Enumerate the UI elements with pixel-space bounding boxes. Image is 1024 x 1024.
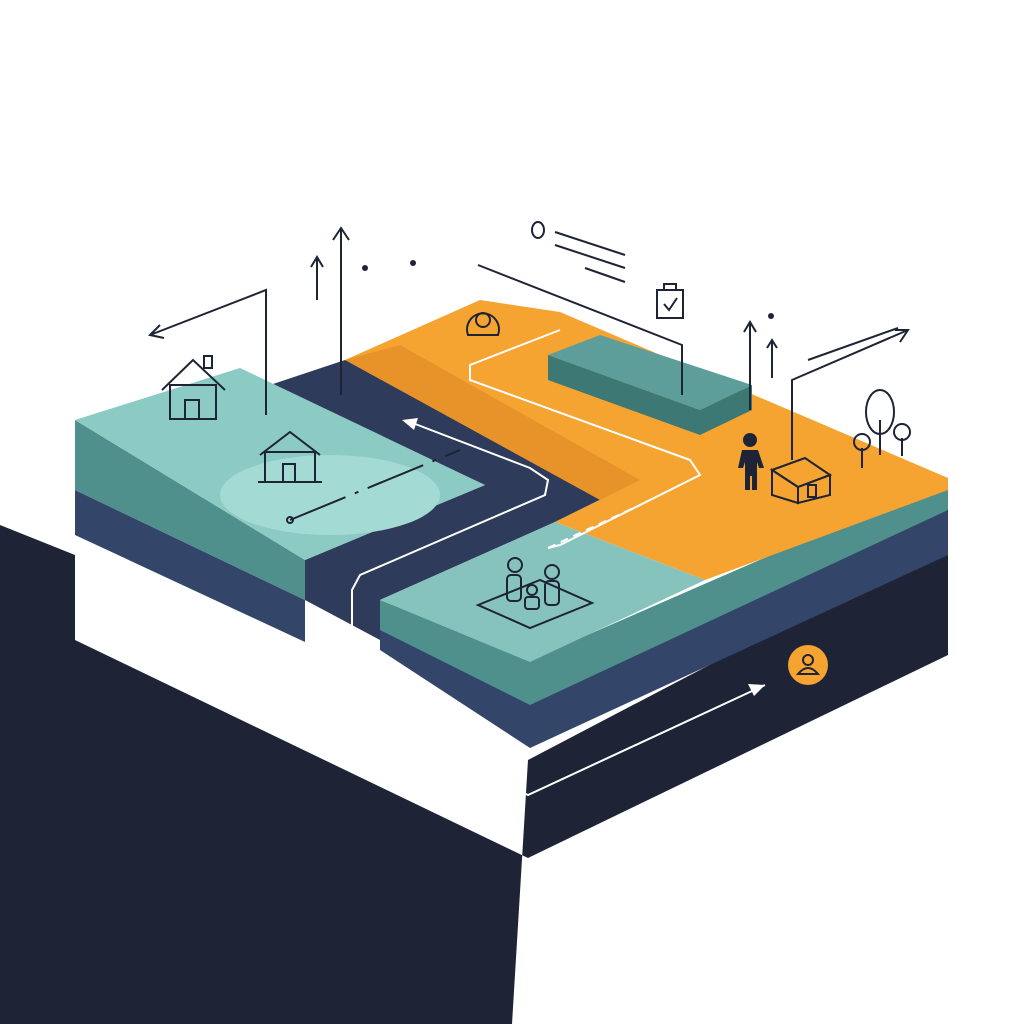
tree-icon bbox=[853, 389, 911, 468]
person-icon bbox=[738, 433, 764, 490]
family-icon bbox=[475, 557, 595, 630]
left-navy-layer bbox=[75, 490, 305, 642]
orange-top bbox=[345, 300, 948, 580]
location-pin-icon bbox=[466, 312, 500, 336]
raised-block-top bbox=[548, 335, 752, 410]
house-icon bbox=[258, 430, 322, 483]
shopping-bag-icon bbox=[656, 283, 684, 319]
orange-shade bbox=[345, 345, 640, 500]
route-path bbox=[469, 329, 702, 549]
user-badge-icon bbox=[788, 645, 828, 685]
raised-block-side bbox=[548, 355, 752, 435]
building-icon bbox=[769, 456, 833, 505]
dark-base-lower bbox=[0, 860, 512, 1024]
annotation-lines bbox=[147, 221, 910, 673]
right-teal-top bbox=[380, 522, 705, 662]
house-icon bbox=[161, 355, 226, 420]
left-teal-layer bbox=[75, 420, 305, 600]
left-teal-highlight bbox=[220, 455, 440, 535]
channel bbox=[270, 360, 640, 640]
route-path-lower bbox=[351, 421, 766, 797]
arrow-icon bbox=[748, 684, 765, 696]
arrow-icon bbox=[402, 418, 418, 430]
